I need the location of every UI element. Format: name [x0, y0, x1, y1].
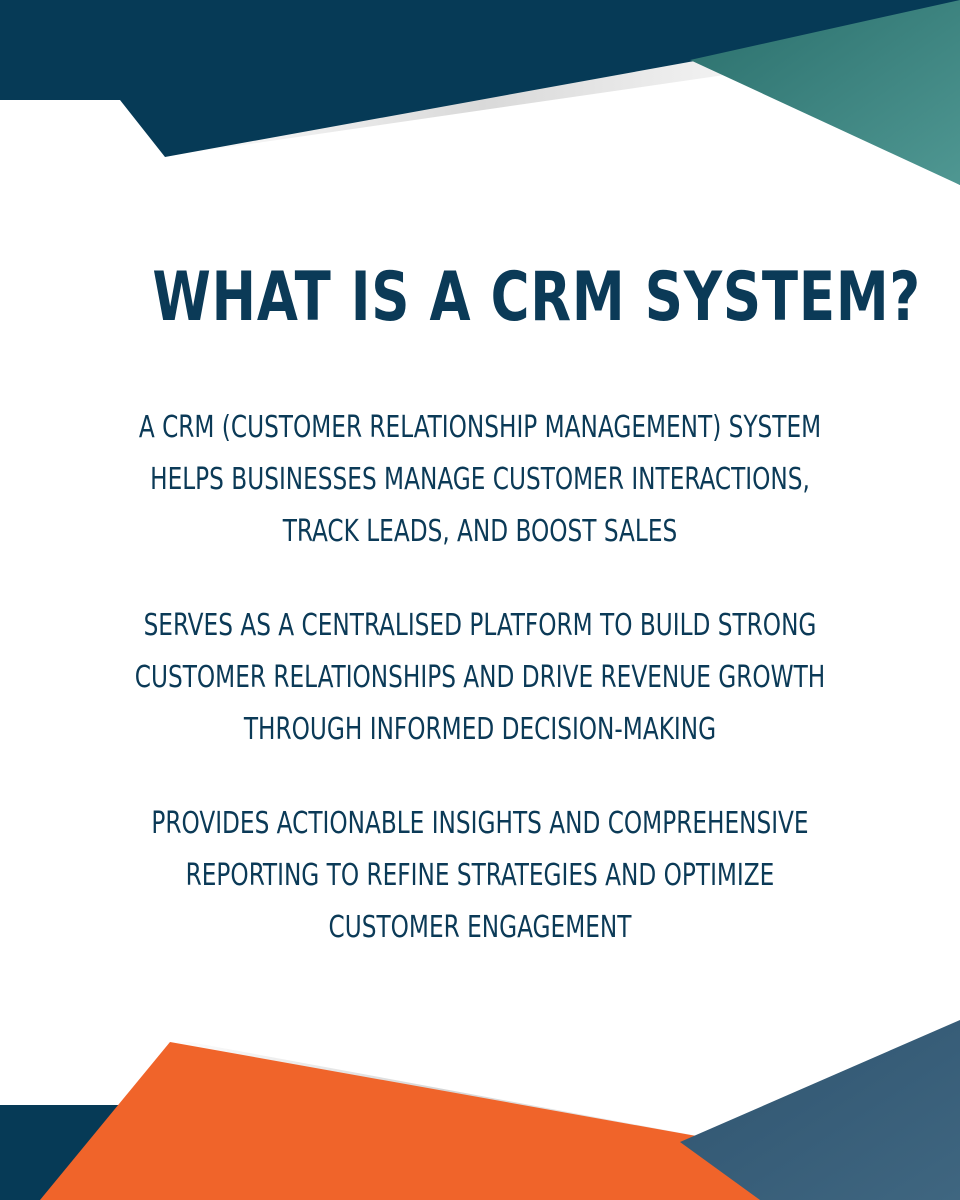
- bottom-orange-shape: [40, 1042, 880, 1200]
- paragraph-line: THROUGH INFORMED DECISION-MAKING: [243, 712, 717, 747]
- paragraph-line: SERVES AS A CENTRALISED PLATFORM TO BUIL…: [143, 608, 817, 643]
- top-right-teal-shape: [690, 0, 960, 185]
- page-title: WHAT IS A CRM SYSTEM?: [152, 258, 921, 337]
- content-area: WHAT IS A CRM SYSTEM? A CRM (CUSTOMER RE…: [60, 250, 921, 954]
- paragraph-insights: PROVIDES ACTIONABLE INSIGHTS AND COMPREH…: [119, 798, 841, 954]
- paragraph-line: HELPS BUSINESSES MANAGE CUSTOMER INTERAC…: [150, 462, 810, 497]
- top-grey-shadow-shape: [160, 60, 745, 157]
- paragraph-line: A CRM (CUSTOMER RELATIONSHIP MANAGEMENT)…: [138, 410, 822, 445]
- paragraph-line: CUSTOMER RELATIONSHIPS AND DRIVE REVENUE…: [134, 660, 826, 695]
- paragraph-line: REPORTING TO REFINE STRATEGIES AND OPTIM…: [185, 858, 775, 893]
- bottom-geometric-decoration: [0, 1020, 960, 1200]
- paragraph-definition: A CRM (CUSTOMER RELATIONSHIP MANAGEMENT)…: [119, 402, 841, 558]
- top-geometric-decoration: [0, 0, 960, 185]
- bottom-right-slate-shape: [680, 1020, 960, 1200]
- paragraph-platform: SERVES AS A CENTRALISED PLATFORM TO BUIL…: [119, 600, 841, 756]
- paragraph-line: CUSTOMER ENGAGEMENT: [328, 910, 632, 945]
- top-navy-shape: [0, 0, 960, 185]
- paragraph-line: TRACK LEADS, AND BOOST SALES: [282, 514, 678, 549]
- paragraph-line: PROVIDES ACTIONABLE INSIGHTS AND COMPREH…: [151, 806, 809, 841]
